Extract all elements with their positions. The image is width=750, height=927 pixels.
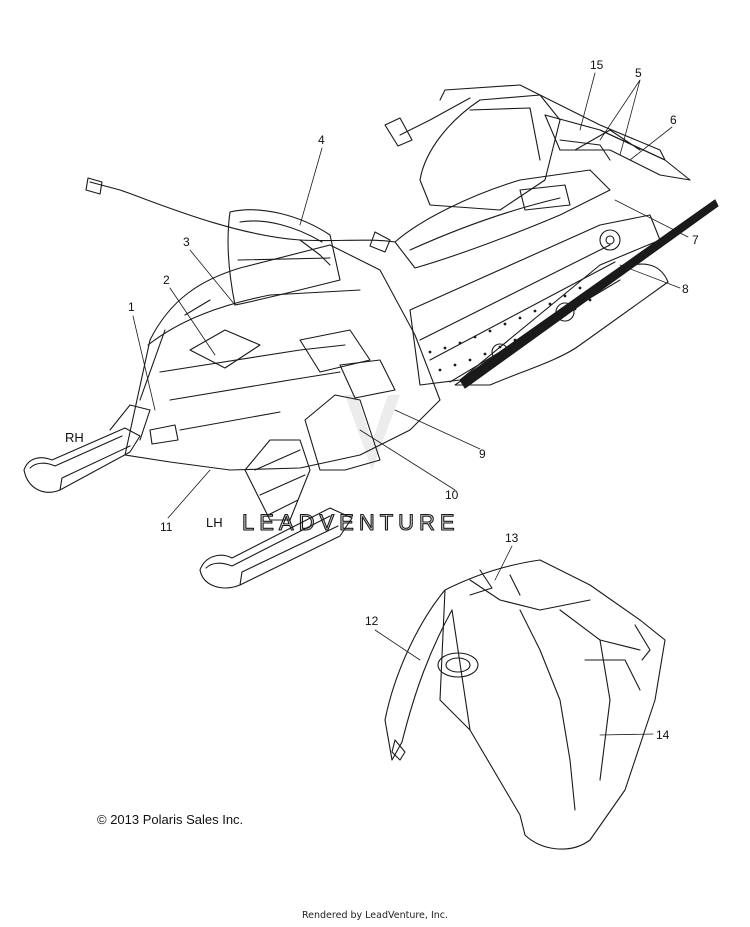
hood-panel-illustration (384, 559, 666, 850)
callout-labels: 1 2 3 4 5 6 7 8 9 10 11 12 13 14 15 RH L… (65, 58, 699, 742)
tunnel-rivets (428, 286, 592, 372)
callout-13: 13 (505, 531, 519, 545)
callout-12: 12 (365, 614, 379, 628)
callout-2: 2 (163, 273, 170, 287)
render-credit: Rendered by LeadVenture, Inc. (301, 910, 449, 921)
leader-lines (132, 72, 689, 736)
callout-8: 8 (682, 282, 689, 296)
rh-label: RH (65, 430, 84, 445)
callout-3: 3 (183, 235, 190, 249)
callout-1: 1 (128, 300, 135, 314)
callout-15: 15 (590, 58, 604, 72)
callout-7: 7 (692, 233, 699, 247)
callout-14: 14 (656, 728, 670, 742)
watermark-text: LEADVENTURE (242, 510, 460, 535)
callout-5: 5 (635, 66, 642, 80)
callout-9: 9 (479, 447, 486, 461)
lh-label: LH (206, 515, 223, 530)
leadventure-watermark: LEADVENTURE (241, 395, 460, 536)
callout-10: 10 (445, 488, 459, 502)
callout-4: 4 (318, 133, 325, 147)
copyright-notice: © 2013 Polaris Sales Inc. (97, 812, 244, 827)
snowmobile-illustration (23, 84, 719, 589)
callout-6: 6 (670, 113, 677, 127)
callout-11: 11 (160, 520, 173, 534)
